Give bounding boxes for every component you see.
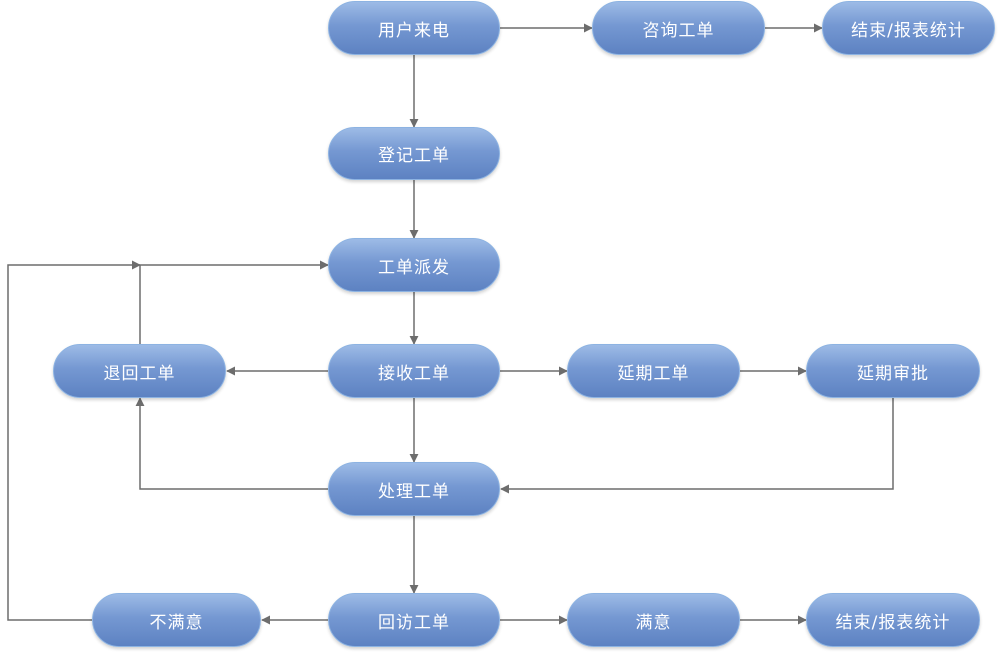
node-end-report-bottom: 结束/报表统计 bbox=[806, 593, 980, 647]
node-satisfied: 满意 bbox=[567, 593, 740, 647]
node-dissatisfied: 不满意 bbox=[92, 593, 261, 647]
node-receive-ticket: 接收工单 bbox=[328, 344, 500, 398]
node-caller: 用户来电 bbox=[328, 1, 500, 55]
node-extend-approval: 延期审批 bbox=[806, 344, 980, 398]
connector-dissatisfied-to-dispatch bbox=[7, 260, 141, 621]
node-process-ticket: 处理工单 bbox=[328, 462, 500, 516]
node-end-report-top: 结束/报表统计 bbox=[822, 1, 995, 55]
connector-return-to-dispatch bbox=[139, 260, 329, 344]
connector-approval-to-process bbox=[500, 398, 894, 494]
node-register-ticket: 登记工单 bbox=[328, 127, 500, 180]
node-revisit-ticket: 回访工单 bbox=[328, 593, 500, 647]
node-return-ticket: 退回工单 bbox=[53, 344, 226, 398]
node-consult-ticket: 咨询工单 bbox=[592, 1, 765, 55]
connector-process-to-return bbox=[135, 397, 328, 490]
node-dispatch-ticket: 工单派发 bbox=[328, 238, 500, 292]
node-extend-ticket: 延期工单 bbox=[567, 344, 740, 398]
